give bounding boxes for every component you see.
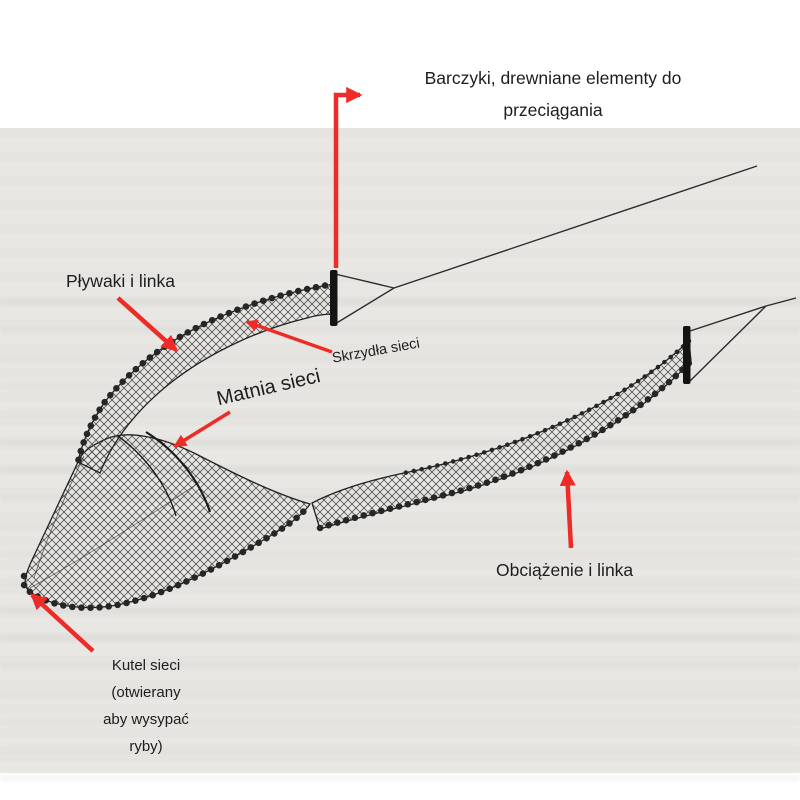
bag-form-lines (29, 455, 201, 589)
mouth-opening (117, 431, 212, 517)
net-bag-mesh (24, 434, 312, 609)
wooden-bar-right (683, 326, 691, 384)
bridle-left (334, 273, 395, 325)
arrow-plywaki (116, 296, 178, 352)
arrow-kutel (30, 593, 95, 653)
label-kutel: Kutel sieci (otwierany aby wysypać ryby) (103, 657, 189, 755)
arrow-barczyki (333, 86, 363, 268)
wooden-bar-left (330, 270, 338, 326)
scanned-paper-background (0, 128, 800, 800)
annotation-arrows (30, 86, 576, 653)
label-barczyki: Barczyki, drewniane elementy do przeciąg… (424, 68, 682, 121)
arrow-matnia (173, 410, 231, 448)
floats-line (74, 280, 692, 476)
arrow-skrzydla (245, 319, 333, 354)
bridle-right (689, 297, 797, 382)
tow-lines (334, 165, 797, 382)
tow-line-main (393, 165, 758, 289)
right-wing-mesh (311, 339, 692, 530)
label-obciazenie: Obciążenie i linka (496, 560, 634, 580)
weights-line (20, 358, 694, 612)
arrow-obciazenie (559, 469, 576, 549)
label-plywaki: Pływaki i linka (66, 271, 175, 291)
